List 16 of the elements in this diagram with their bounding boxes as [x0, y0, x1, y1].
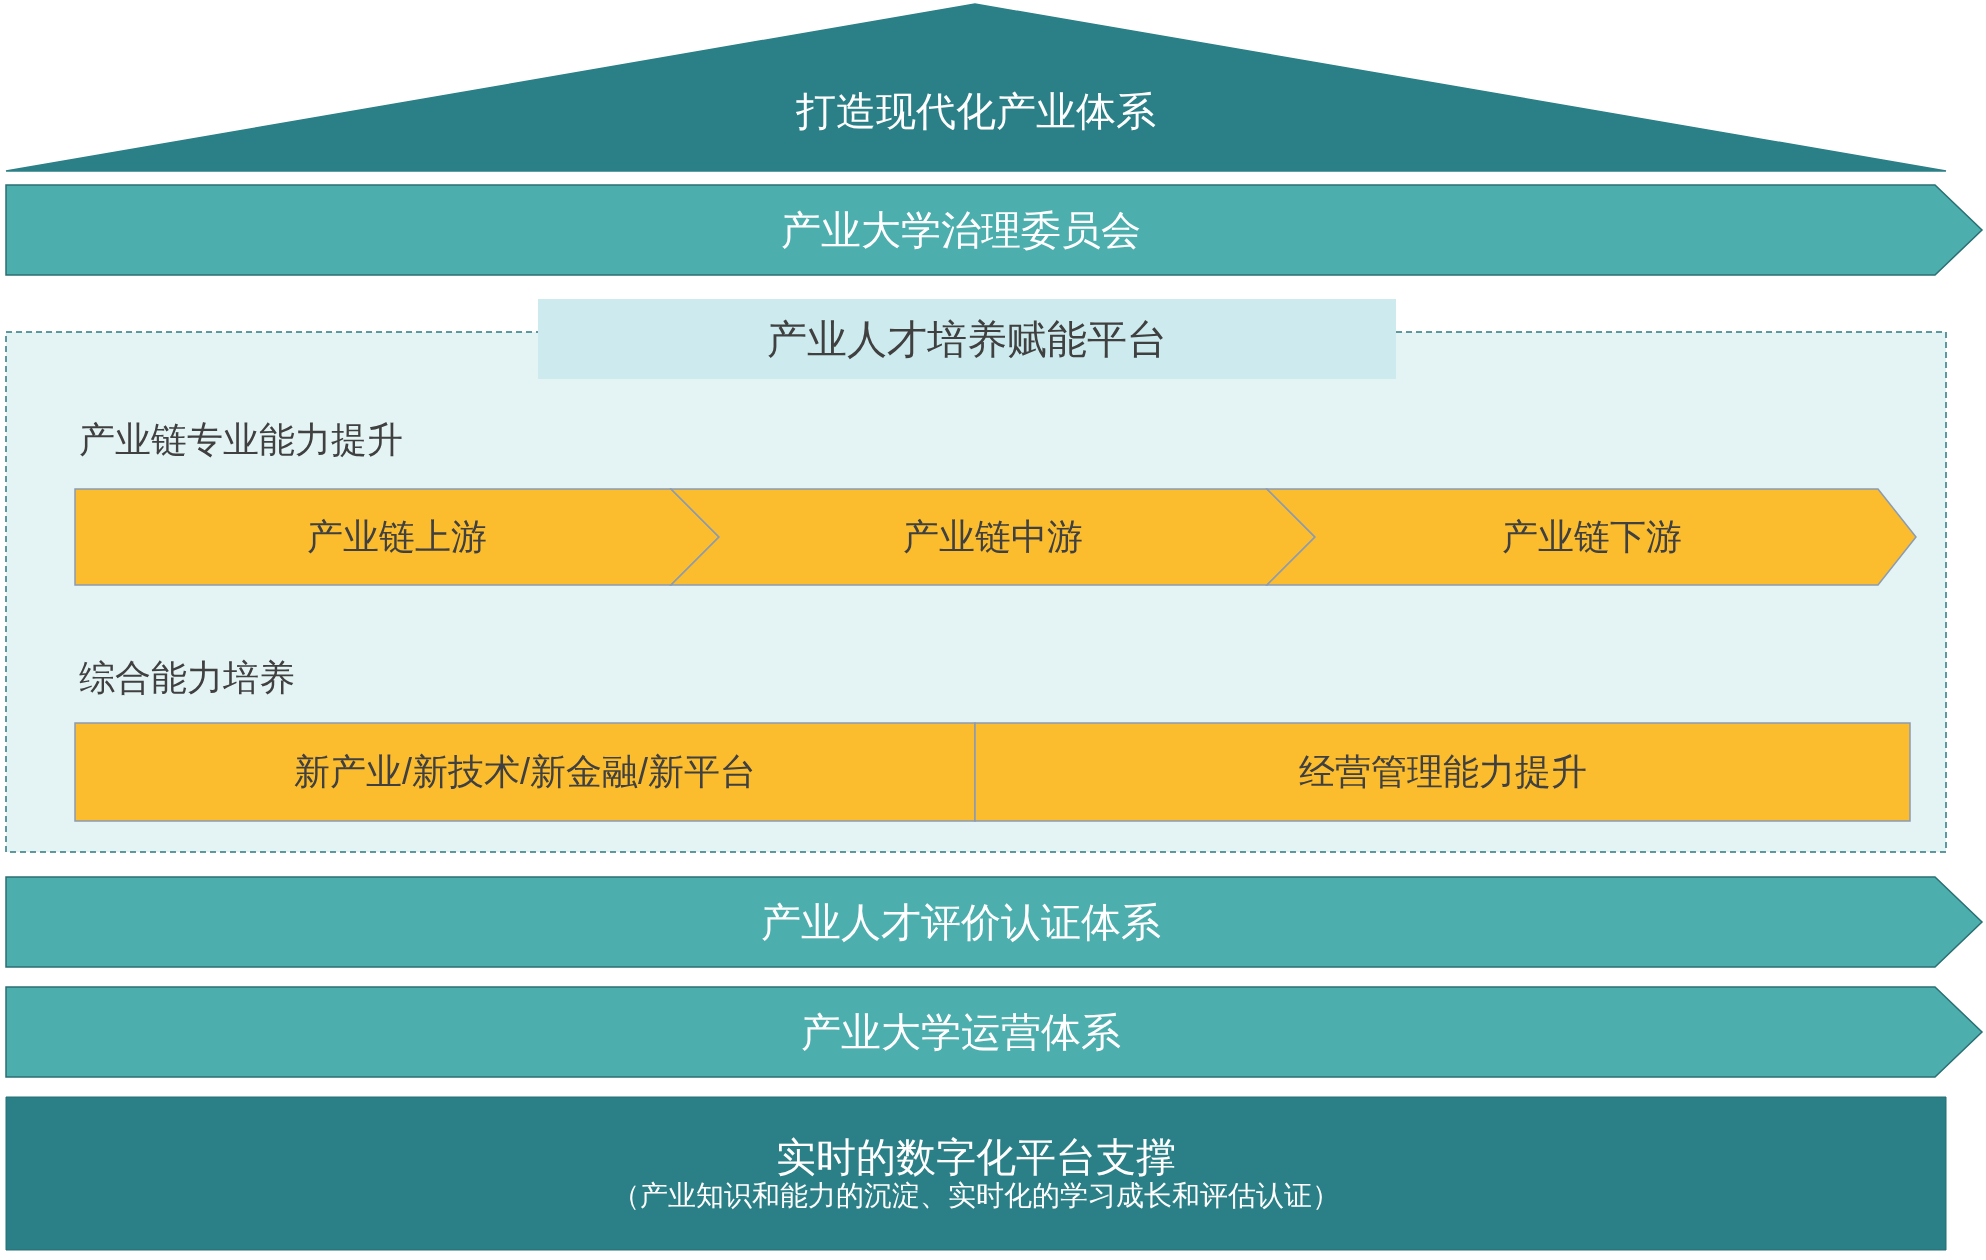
chevron-step: 产业链中游	[671, 489, 1315, 585]
chevron-step: 产业链上游	[75, 489, 719, 585]
block-subtitle: （产业知识和能力的沉淀、实时化的学习成长和评估认证）	[612, 1180, 1340, 1213]
capability-box: 经营管理能力提升	[975, 723, 1910, 821]
base-block	[6, 1097, 1946, 1250]
arrow-band: 产业大学运营体系	[6, 987, 1982, 1077]
block-title: 实时的数字化平台支撑	[776, 1134, 1176, 1181]
dashed-panel	[6, 299, 1946, 852]
row-heading: 综合能力培养	[79, 657, 295, 699]
arrow-band: 产业大学治理委员会	[6, 185, 1982, 275]
roof-banner: 打造现代化产业体系	[6, 4, 1946, 172]
chevron-step: 产业链下游	[1267, 489, 1916, 585]
arrow-band: 产业人才评价认证体系	[6, 877, 1982, 967]
capability-box: 新产业/新技术/新金融/新平台	[75, 723, 975, 821]
panel-tab: 产业人才培养赋能平台	[538, 299, 1396, 379]
row-heading: 产业链专业能力提升	[79, 419, 403, 461]
